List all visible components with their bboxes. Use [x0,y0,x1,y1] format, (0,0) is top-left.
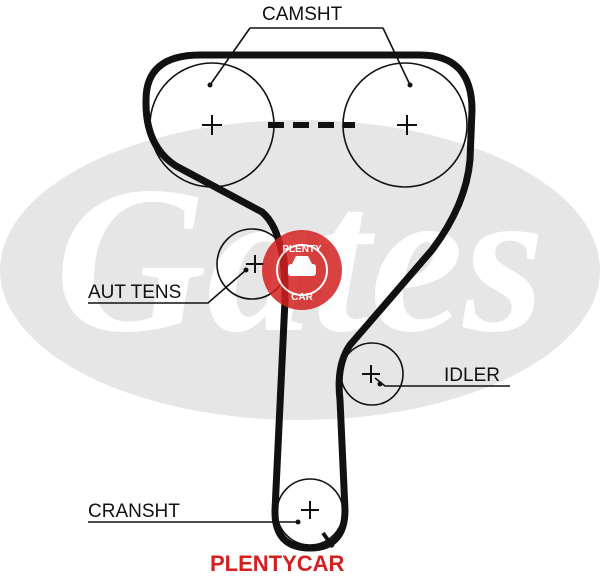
crankshaft-label: CRANSHT [88,501,180,522]
camshaft-pulley-right [342,62,468,188]
timing-belt [142,51,476,552]
tensioner-leader [88,269,247,304]
pulley-center-marks [202,115,417,519]
car-icon [288,264,316,276]
camshaft-pulley-left [149,62,275,188]
camshaft-label: CAMSHT [262,4,343,25]
idler-leader [374,377,510,387]
idler-label: IDLER [444,365,500,386]
idler-pulley [340,342,404,406]
svg-text:CAR: CAR [291,292,313,303]
camshaft-leader [209,27,411,86]
plentycar-stamp: PLENTY CAR [262,230,342,310]
auto-tensioner-label: AUT TENS [88,282,181,303]
svg-text:PLENTY: PLENTY [282,244,322,255]
crankshaft-timing-mark [321,531,335,549]
plentycar-brand: PLENTYCAR [210,551,345,576]
crankshaft-pulley [276,478,344,546]
